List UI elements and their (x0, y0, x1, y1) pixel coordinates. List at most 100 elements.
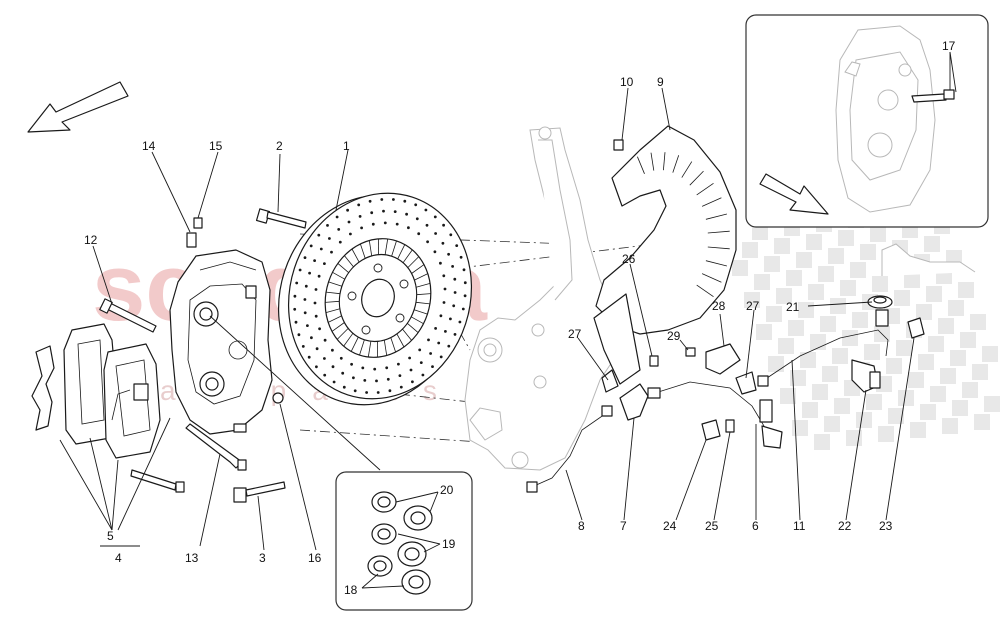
disc-hole (422, 374, 425, 377)
disc-hole (359, 215, 362, 218)
callout-4: 4 (115, 551, 122, 565)
callout-22: 22 (838, 519, 852, 533)
disc-hole (357, 204, 360, 207)
flag-check (896, 340, 912, 356)
flag-check (814, 434, 830, 450)
callout-2: 2 (276, 139, 283, 153)
disc-hole (375, 380, 378, 383)
flag-check (764, 256, 780, 272)
disc-hole (308, 356, 311, 359)
disc-hole (293, 308, 296, 311)
retaining-pin (131, 470, 184, 492)
callout-21: 21 (786, 300, 800, 314)
disc-hole (389, 389, 392, 392)
disc-hole (429, 352, 432, 355)
flag-check (786, 270, 802, 286)
disc-hole (346, 209, 349, 212)
disc-hole (315, 288, 318, 291)
flag-check (864, 344, 880, 360)
disc-hole (304, 298, 307, 301)
disc-hole (370, 211, 373, 214)
disc-hole (372, 223, 375, 226)
disc-hole (343, 386, 346, 389)
flag-check (970, 314, 986, 330)
steering-knuckle (465, 127, 620, 470)
flag-check (850, 262, 866, 278)
disc-hole (420, 361, 423, 364)
caliper-bolt (234, 482, 285, 502)
disc-hole (304, 311, 307, 314)
disc-hole (408, 357, 411, 360)
callout-14: 14 (142, 139, 156, 153)
disc-hole (434, 232, 437, 235)
disc-hole (434, 327, 437, 330)
callout-19: 19 (442, 537, 456, 551)
disc-hole (447, 253, 450, 256)
callout-7: 7 (620, 519, 627, 533)
disc-hole (349, 233, 352, 236)
disc-hole (331, 349, 334, 352)
disc-hole (460, 256, 463, 259)
disc-hole (318, 275, 321, 278)
flag-check (812, 384, 828, 400)
flag-check (958, 282, 974, 298)
callout-9: 9 (657, 75, 664, 89)
flag-check (926, 286, 942, 302)
disc-hole (434, 250, 437, 253)
flag-check (938, 318, 954, 334)
flag-check (918, 354, 934, 370)
flag-check (842, 330, 858, 346)
disc-hole (320, 248, 323, 251)
disc-hole (425, 209, 428, 212)
disc-hole (442, 242, 445, 245)
disc-hole (411, 380, 414, 383)
flag-check (872, 276, 888, 292)
callout-16: 16 (308, 551, 322, 565)
callout-27b: 27 (746, 299, 760, 313)
flag-check (916, 304, 932, 320)
disc-hole (396, 223, 399, 226)
disc-hole (407, 226, 410, 229)
callout-18: 18 (344, 583, 358, 597)
flag-check (788, 320, 804, 336)
disc-hole (337, 228, 340, 231)
disc-hole (459, 321, 462, 324)
callout-25: 25 (705, 519, 719, 533)
flag-check (910, 422, 926, 438)
flag-check (796, 252, 812, 268)
disc-hole (464, 281, 467, 284)
disc-hole (333, 381, 336, 384)
callout-17: 17 (942, 39, 956, 53)
disc-hole (328, 237, 331, 240)
disc-hole (454, 291, 457, 294)
flag-check (982, 346, 998, 362)
disc-hole (298, 333, 301, 336)
flag-check (878, 426, 894, 442)
disc-hole (332, 365, 335, 368)
disc-hole (352, 376, 355, 379)
disc-hole (339, 241, 342, 244)
disc-hole (363, 379, 366, 382)
disc-hole (400, 386, 403, 389)
disc-hole (449, 318, 452, 321)
disc-hole (397, 363, 400, 366)
disc-hole (350, 363, 353, 366)
callout-27a: 27 (568, 327, 582, 341)
disc-hole (426, 224, 429, 227)
disc-hole (416, 217, 419, 220)
disc-hole (452, 304, 455, 307)
flag-check (808, 284, 824, 300)
flag-check (960, 332, 976, 348)
disc-hole (294, 295, 297, 298)
callout-5: 5 (107, 529, 114, 543)
disc-hole (341, 372, 344, 375)
flag-check (822, 366, 838, 382)
flag-check (766, 306, 782, 322)
flag-check (798, 302, 814, 318)
flag-check (742, 242, 758, 258)
callout-6: 6 (752, 519, 759, 533)
disc-hole (426, 240, 429, 243)
disc-hole (382, 210, 385, 213)
callout-24: 24 (663, 519, 677, 533)
callout-23: 23 (879, 519, 893, 533)
